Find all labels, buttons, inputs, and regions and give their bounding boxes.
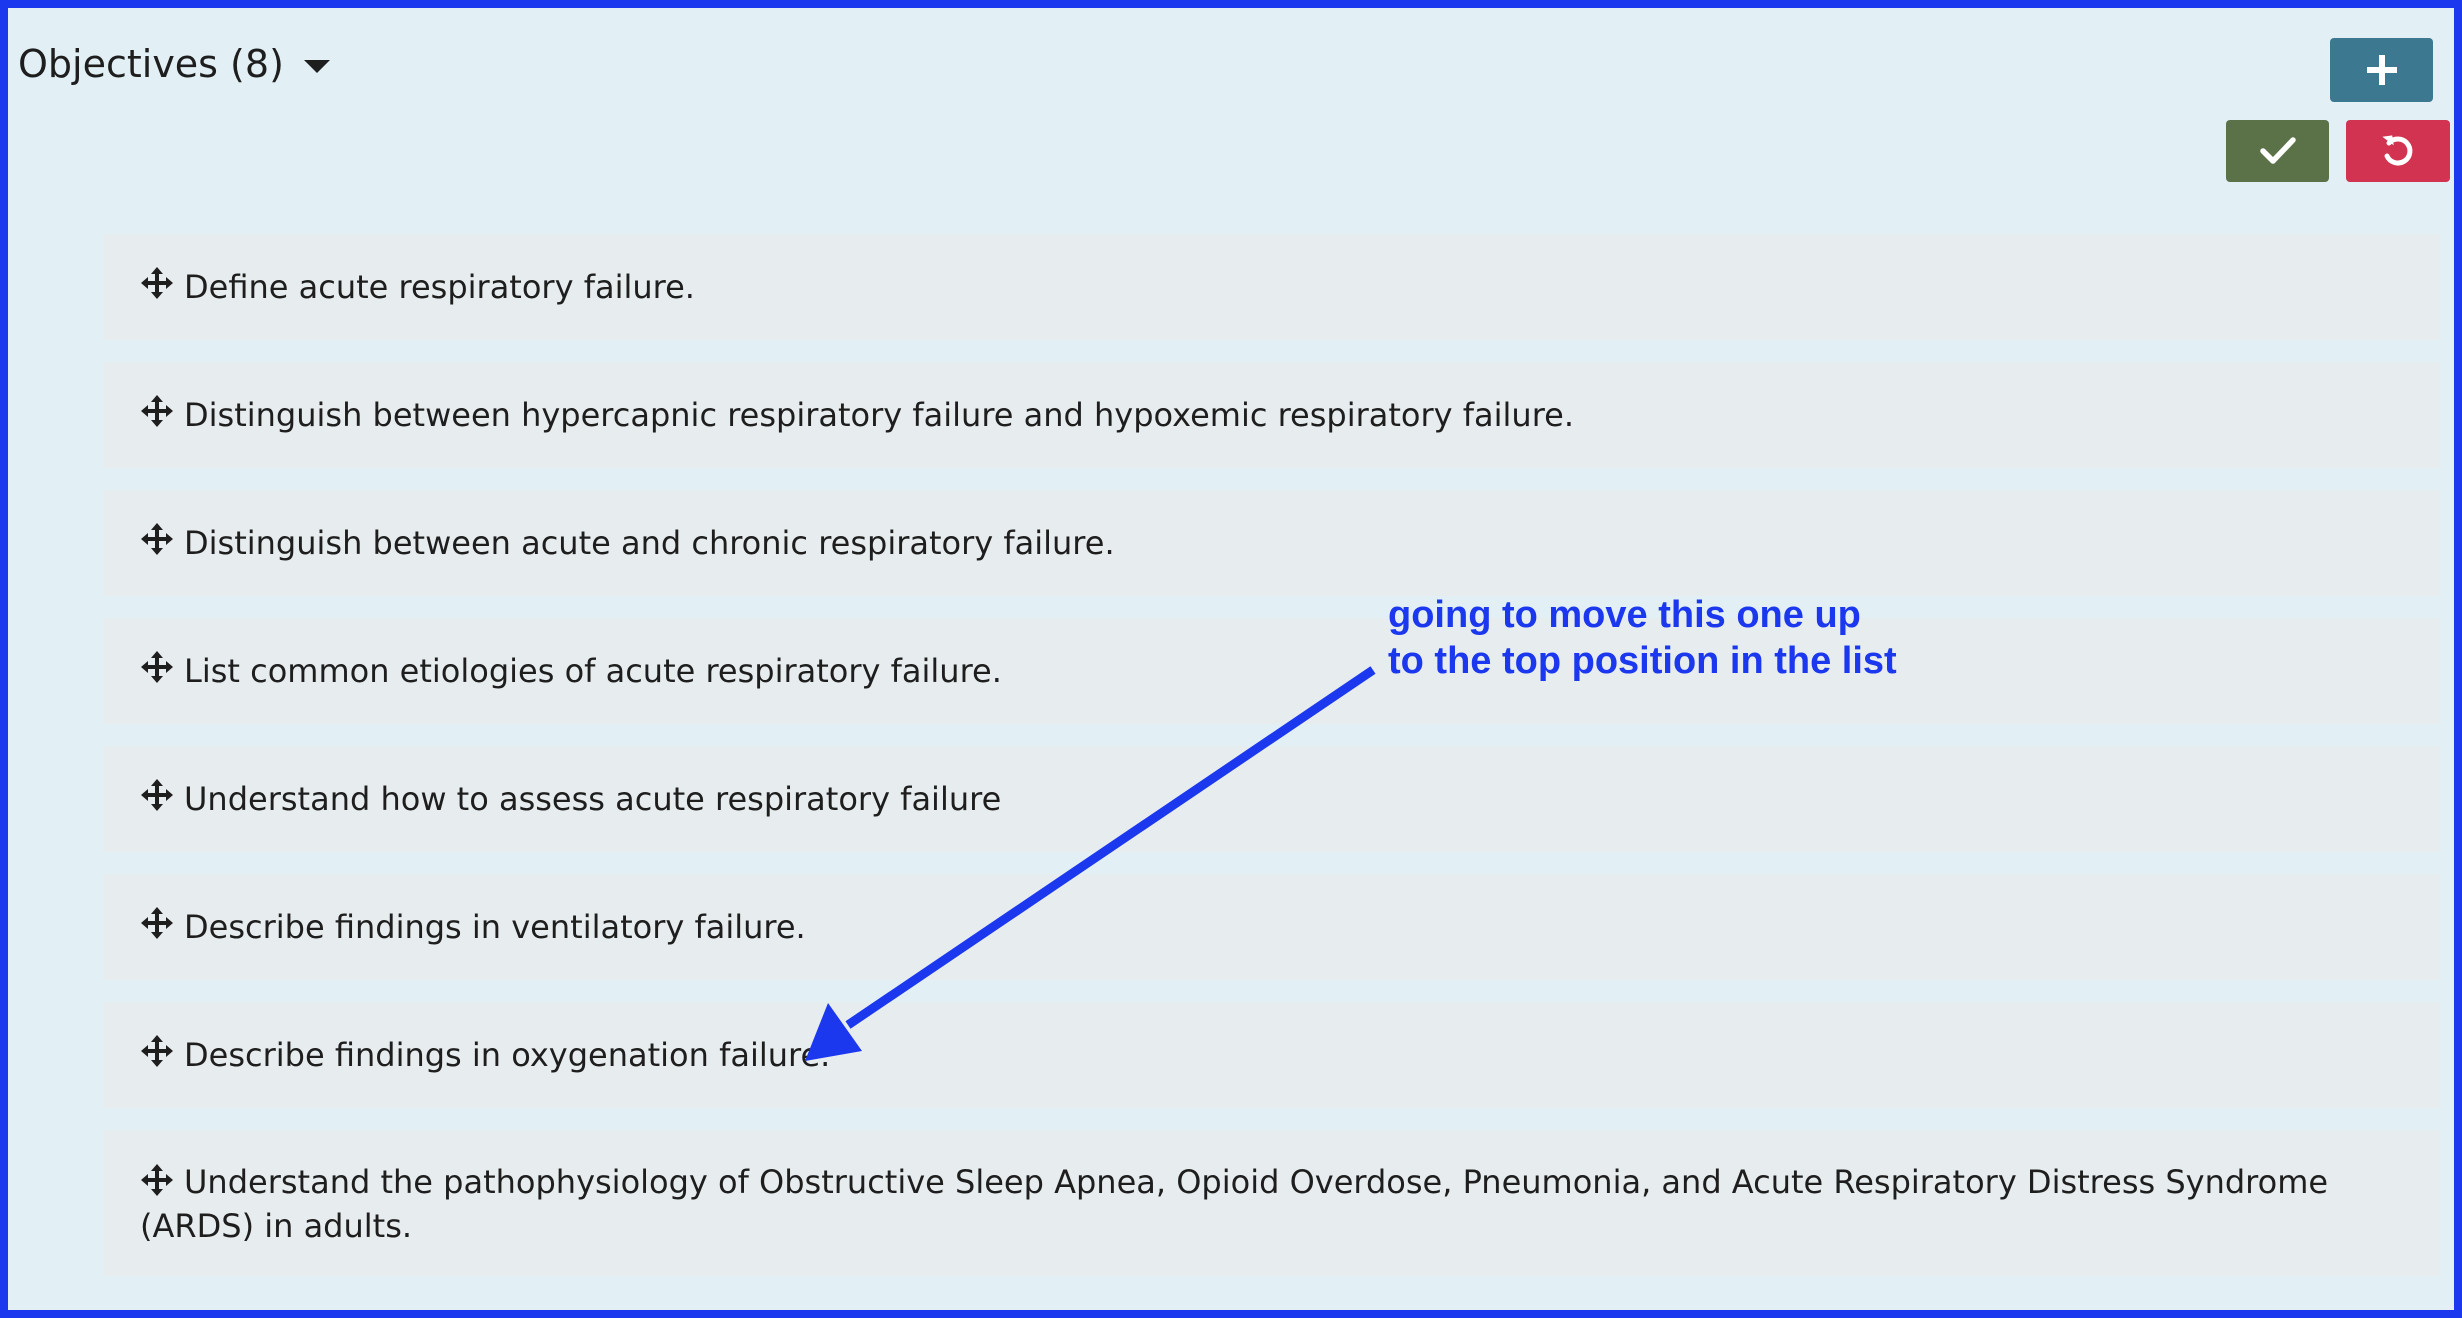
annotation-line-1: going to move this one up [1388,594,1861,636]
objective-text: List common etiologies of acute respirat… [184,652,1002,690]
objective-item[interactable]: Define acute respiratory failure. [104,234,2440,340]
objective-text-wrapper: Understand the pathophysiology of Obstru… [140,1162,2404,1246]
objective-text: Understand how to assess acute respirato… [184,780,1002,818]
move-icon[interactable] [140,394,174,437]
reset-order-button[interactable] [2346,120,2450,182]
move-icon[interactable] [140,1034,174,1077]
move-icon[interactable] [140,650,174,693]
objectives-header-toggle[interactable]: Objectives (8) [18,38,330,90]
objective-item[interactable]: List common etiologies of acute respirat… [104,618,2440,724]
objective-item[interactable]: Understand how to assess acute respirato… [104,746,2440,852]
move-icon[interactable] [140,1163,174,1206]
move-icon[interactable] [140,778,174,821]
objective-text: Define acute respiratory failure. [184,268,695,306]
objective-item[interactable]: Understand the pathophysiology of Obstru… [104,1130,2440,1276]
annotation-callout: going to move this one up to the top pos… [1388,592,1897,684]
annotation-line-2: to the top position in the list [1388,640,1897,682]
objective-item[interactable]: Distinguish between hypercapnic respirat… [104,362,2440,468]
objective-item[interactable]: Distinguish between acute and chronic re… [104,490,2440,596]
check-icon [2259,137,2296,164]
add-objective-button[interactable] [2330,38,2433,102]
objective-text: Distinguish between acute and chronic re… [184,524,1115,562]
objective-item[interactable]: Describe findings in ventilatory failure… [104,874,2440,980]
objective-item[interactable]: Describe findings in oxygenation failure… [104,1002,2440,1108]
undo-icon [2382,135,2413,166]
objective-text: Understand the pathophysiology of Obstru… [140,1163,2329,1245]
move-icon[interactable] [140,906,174,949]
objectives-title: Objectives (8) [18,42,284,86]
save-order-button[interactable] [2226,120,2329,182]
objective-text: Describe findings in oxygenation failure… [184,1036,831,1074]
caret-down-icon [303,59,330,73]
objective-text: Distinguish between hypercapnic respirat… [184,396,1575,434]
move-icon[interactable] [140,522,174,565]
objective-text: Describe findings in ventilatory failure… [184,908,806,946]
move-icon[interactable] [140,266,174,309]
plus-icon [2366,55,2397,85]
